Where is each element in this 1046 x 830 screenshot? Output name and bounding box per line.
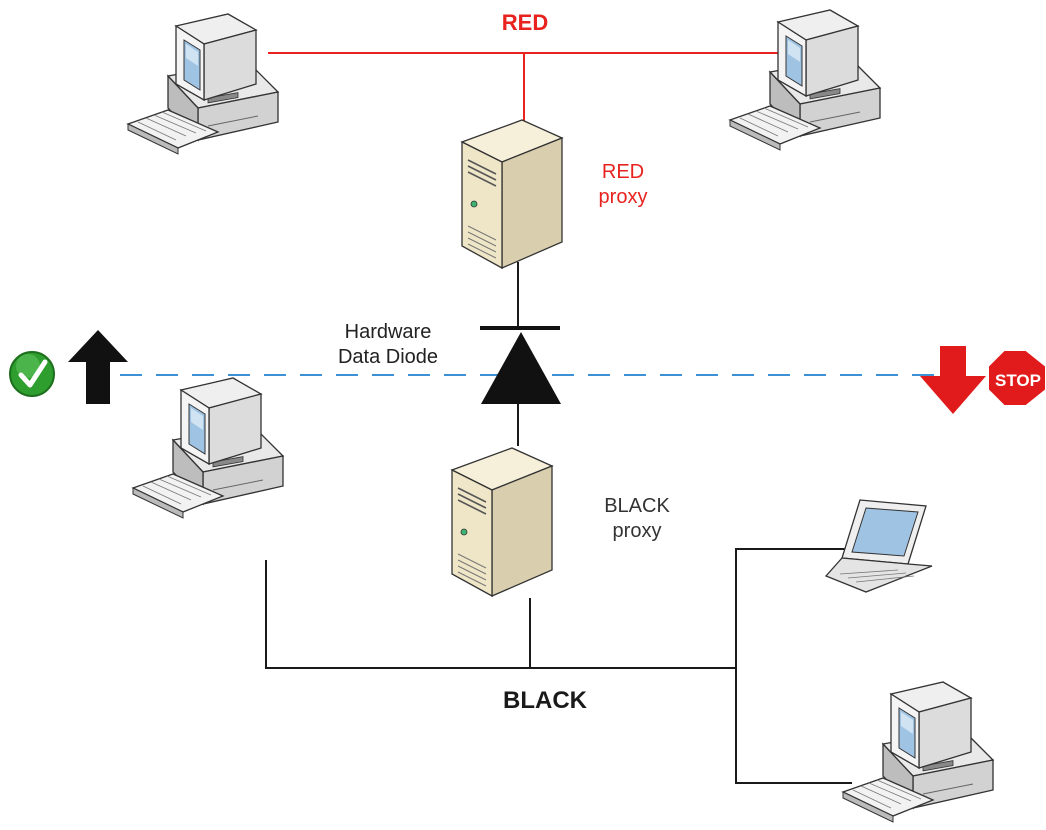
black-bus-line xyxy=(265,560,736,669)
red-network-links xyxy=(268,52,784,125)
data-diode-label: Hardware Data Diode xyxy=(318,320,458,370)
laptop-icon xyxy=(825,499,933,593)
check-circle-icon xyxy=(9,351,55,397)
stop-sign-text: STOP xyxy=(995,371,1041,390)
desktop-computer-icon xyxy=(729,9,881,151)
black-branch-line xyxy=(735,548,852,784)
arrow-down-icon xyxy=(920,346,986,414)
black-proxy-server-icon xyxy=(451,447,553,597)
black-network-links xyxy=(265,548,852,784)
red-proxy-label-line2: proxy xyxy=(598,186,648,208)
data-diode-label-line2: Data Diode xyxy=(337,346,439,368)
desktop-computer-icon xyxy=(842,681,994,823)
data-diode-label-line1: Hardware xyxy=(344,321,432,343)
red-proxy-label-line1: RED xyxy=(601,161,645,183)
black-network-label: BLACK xyxy=(503,687,587,714)
arrow-up-icon xyxy=(68,330,128,404)
black-proxy-label-line1: BLACK xyxy=(604,495,670,517)
stop-sign-icon: STOP xyxy=(987,349,1046,407)
diode-icon xyxy=(480,326,561,404)
desktop-computer-icon xyxy=(127,13,279,155)
red-proxy-label: RED proxy xyxy=(588,160,658,210)
black-proxy-label-line2: proxy xyxy=(612,520,662,542)
red-proxy-server-icon xyxy=(461,119,563,269)
black-proxy-label: BLACK proxy xyxy=(582,494,692,544)
red-network-label: RED xyxy=(501,10,549,35)
desktop-computer-icon xyxy=(132,377,284,519)
